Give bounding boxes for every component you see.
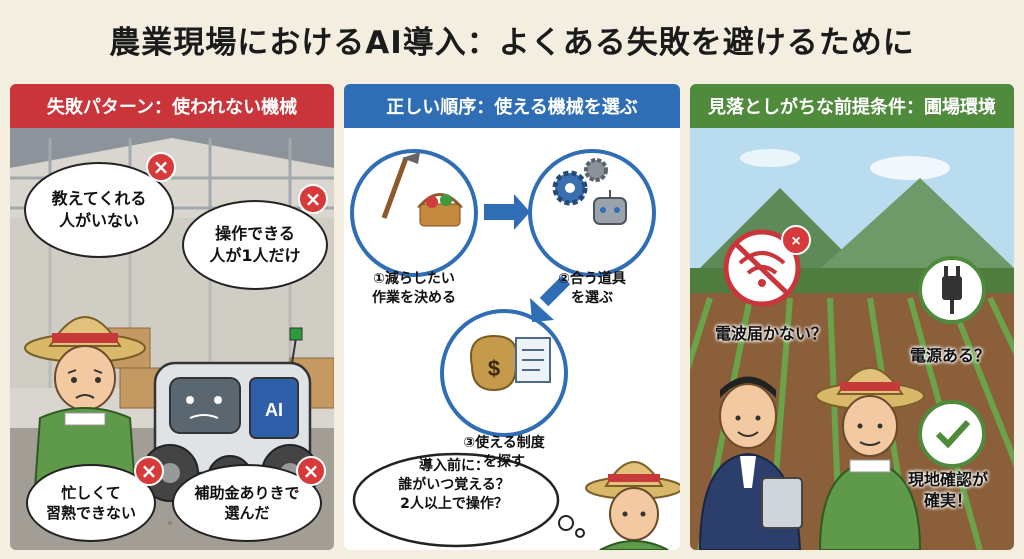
svg-text:$: $ bbox=[488, 356, 500, 381]
page-title: 農業現場におけるAI導入：よくある失敗を避けるために bbox=[109, 24, 915, 61]
thought-bubble bbox=[352, 452, 560, 548]
x-mark-icon: × bbox=[298, 184, 328, 214]
arrow-right-icon bbox=[484, 194, 530, 230]
field-illustration: × bbox=[690, 128, 1014, 550]
no-signal-icon: × bbox=[723, 225, 811, 307]
svg-text:×: × bbox=[791, 233, 800, 250]
field-scene: × bbox=[690, 128, 1014, 550]
check-mark-icon bbox=[918, 400, 986, 468]
step-1-circle bbox=[350, 149, 478, 277]
robot-ai-label: AI bbox=[265, 400, 283, 420]
steps-illustration: $ bbox=[350, 149, 680, 550]
bubble-no-teacher: 教えてくれる 人がいない bbox=[24, 162, 174, 258]
step-1-label: ①減らしたい 作業を決める bbox=[372, 271, 456, 306]
farmer-illustration bbox=[815, 367, 925, 550]
thinking-farmer-illustration bbox=[585, 461, 680, 550]
site-check-label: 現地確認が 確実！ bbox=[907, 470, 988, 510]
failure-panel-header: 失敗パターン：使われない機械 bbox=[10, 84, 334, 128]
signal-label: 電波届かない？ bbox=[714, 324, 827, 343]
step-3-label: ③使える制度 を探す bbox=[463, 435, 545, 470]
arrow-down-left-icon bbox=[530, 275, 571, 322]
money-document-icon: $ bbox=[470, 334, 551, 392]
gear-robot-icon bbox=[552, 158, 627, 225]
site-panel-header: 見落としがちな前提条件：圃場環境 bbox=[690, 84, 1014, 128]
hoe-basket-icon bbox=[381, 152, 464, 227]
power-label: 電源ある？ bbox=[909, 346, 990, 365]
step-2-label: ②合う道具 を選ぶ bbox=[558, 271, 626, 306]
steps-scene: $ bbox=[344, 128, 680, 550]
thought-bubble-text: 導入前に： 誰がいつ覚える？ 2人以上で操作？ bbox=[398, 458, 510, 512]
bubble-too-busy: 忙しくて 習熟できない bbox=[26, 464, 156, 542]
order-panel: 正しい順序：使える機械を選ぶ bbox=[344, 84, 680, 550]
x-mark-icon: × bbox=[134, 456, 164, 486]
consultant-illustration bbox=[698, 376, 803, 550]
order-panel-header: 正しい順序：使える機械を選ぶ bbox=[344, 84, 680, 128]
site-panel: 見落としがちな前提条件：圃場環境 bbox=[690, 84, 1014, 550]
power-plug-icon bbox=[918, 256, 986, 324]
failure-panel: 失敗パターン：使われない機械 bbox=[10, 84, 334, 550]
bubble-one-operator: 操作できる 人が1人だけ bbox=[182, 200, 328, 290]
x-mark-icon: × bbox=[296, 456, 326, 486]
x-mark-icon: × bbox=[146, 152, 176, 182]
